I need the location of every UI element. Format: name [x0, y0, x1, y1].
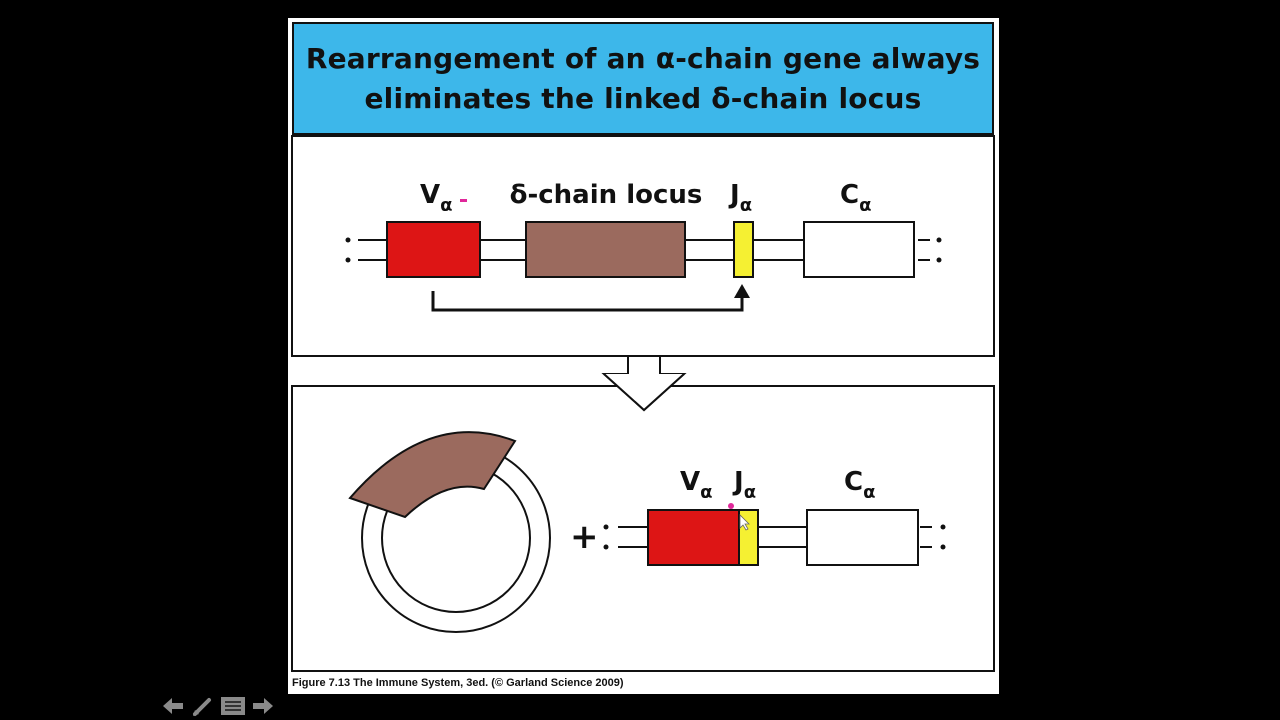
transition-arrow-tip: [603, 373, 685, 412]
delta-locus-label: δ-chain locus: [510, 180, 703, 210]
pen-icon[interactable]: [190, 694, 216, 718]
delta-locus-segment: [525, 221, 686, 278]
c-alpha-label: Cα: [840, 180, 871, 216]
forward-arrow-icon[interactable]: [250, 694, 276, 718]
slide-navigation: [160, 693, 276, 719]
j-alpha-label: Jα: [728, 180, 752, 216]
pointer-dot: [728, 503, 734, 509]
recombination-arrow: [431, 291, 744, 312]
excised-delta-locus: [348, 431, 517, 519]
rearranged-v-alpha-label: Vα: [680, 467, 713, 503]
title-line-1: Rearrangement of an α-chain gene always: [305, 41, 981, 75]
v-alpha-label: Vα: [420, 180, 453, 216]
title-banner: Rearrangement of an α-chain gene always …: [292, 22, 994, 135]
rearranged-c-alpha-label: Cα: [844, 467, 875, 503]
mouse-cursor-icon: [739, 514, 750, 531]
bottom-dots-right: [920, 524, 946, 550]
recombination-arrowhead: [734, 284, 750, 298]
j-alpha-segment: [733, 221, 754, 278]
top-dots-right: [918, 237, 942, 263]
v-alpha-segment: [386, 221, 481, 278]
diagram: Vα δ-chain locus Jα Cα +: [291, 135, 995, 672]
c-alpha-segment: [803, 221, 915, 278]
figure-caption: Figure 7.13 The Immune System, 3ed. (© G…: [292, 677, 624, 689]
transition-arrow-overlap: [604, 374, 684, 410]
top-dots-left: [345, 237, 351, 263]
back-arrow-icon[interactable]: [160, 694, 186, 718]
plus-sign: +: [570, 517, 599, 557]
title-line-2: eliminates the linked δ-chain locus: [364, 81, 922, 115]
pointer-mark: [460, 199, 467, 202]
menu-icon[interactable]: [220, 694, 246, 718]
rearranged-v-alpha-segment: [647, 509, 740, 566]
rearranged-j-alpha-label: Jα: [732, 467, 756, 503]
rearranged-c-alpha-segment: [806, 509, 919, 566]
slide: Rearrangement of an α-chain gene always …: [288, 18, 999, 694]
bottom-dots-left: [603, 524, 609, 550]
